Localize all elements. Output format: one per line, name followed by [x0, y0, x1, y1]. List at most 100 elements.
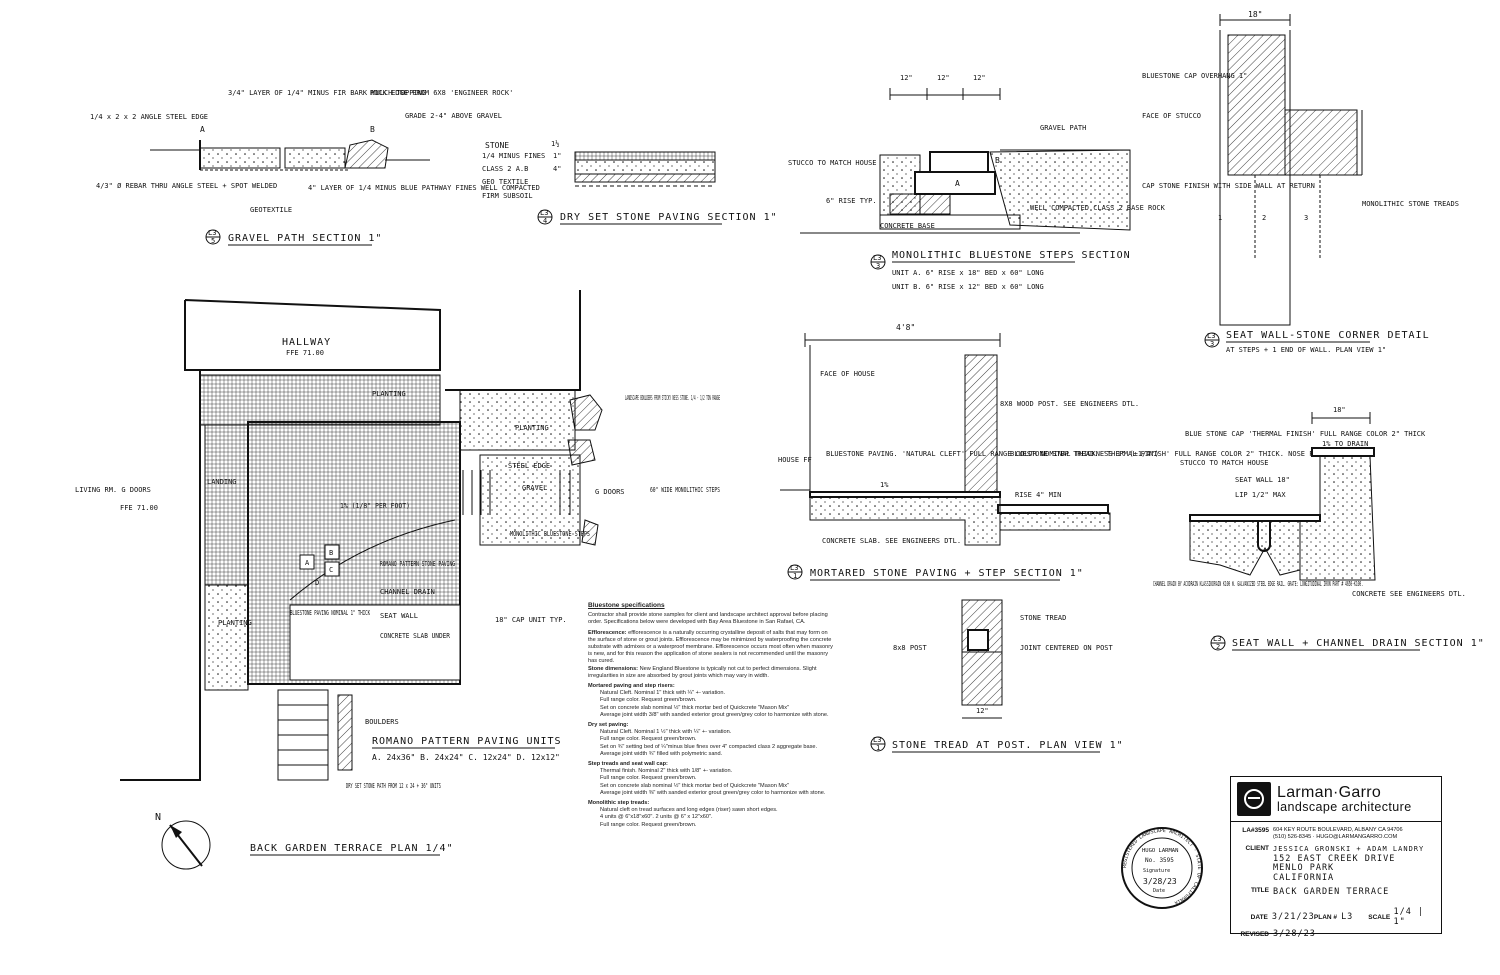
dim-12-c: 12"	[973, 74, 986, 82]
plan-label: PLAN #	[1313, 913, 1338, 921]
label-slope: 1% (1/8" PER FOOT)	[340, 502, 410, 510]
stamp-signature: Signature	[1143, 868, 1170, 874]
note-boulders: LANDSCAPE BOULDERS FROM STICKY NESS STON…	[625, 394, 720, 402]
mortared-heading: Mortared paving and step risers:	[588, 683, 675, 690]
wood-post	[964, 354, 998, 496]
ref-sheet: L3	[1213, 635, 1221, 643]
note-blue-layer: 4" LAYER OF 1/4 MINUS BLUE PATHWAY FINES…	[308, 184, 540, 192]
ref-sheet: L3	[540, 209, 548, 217]
units-title: ROMANO PATTERN PAVING UNITS	[372, 736, 562, 747]
note-steps: 60" WIDE MONOLITHIC STEPS	[650, 486, 720, 494]
label-joint: JOINT CENTERED ON POST	[1020, 644, 1114, 652]
dim-mid: 1"	[553, 152, 561, 160]
dimensions-text: New England Bluestone is typically not c…	[588, 665, 817, 679]
plan-steps	[462, 470, 571, 515]
stamp-date-label: Date	[1153, 888, 1165, 894]
ref-sheet: L3	[873, 736, 881, 744]
label-mono-steps: MONOLITHIC BLUESTONE STEPS	[510, 530, 590, 538]
step-unit-b	[929, 151, 989, 173]
efflorescence-text: efflorescence is a naturally occurring c…	[588, 629, 833, 665]
label-g-doors: G DOORS	[595, 488, 625, 496]
label-planting-2: PLANTING	[515, 424, 549, 432]
label-class2: CLASS 2 A.B	[482, 165, 528, 173]
unit-b-note: UNIT B. 6" RISE x 12" BED x 60" LONG	[892, 283, 1044, 291]
treads-heading: Step treads and seat wall cap:	[588, 761, 668, 768]
note-mulch: 3/4" LAYER OF 1/4" MINUS FIR BARK MULCH …	[228, 89, 426, 97]
label-slope: 1%	[880, 481, 889, 489]
label-post: 8X8 WOOD POST. SEE ENGINEERS DTL.	[1000, 400, 1139, 408]
label-gravel-path: GRAVEL PATH	[1040, 124, 1086, 132]
treads-line: Set on concrete slab nominal ½" thick mo…	[600, 782, 790, 789]
ref-number: 1	[793, 572, 797, 580]
step-unit-a	[914, 171, 996, 195]
label-concrete: CONCRETE SEE ENGINEERS DTL.	[1352, 590, 1466, 598]
label-planting-1: PLANTING	[372, 390, 406, 398]
gravel-path-section: A B 1/4 x 2 x 2 ANGLE STEEL EDGE 3/4" LA…	[90, 89, 540, 246]
label-cap-finish: CAP STONE FINISH WITH SIDE WALL AT RETUR…	[1142, 182, 1315, 190]
label-stucco: FACE OF STUCCO	[1142, 112, 1201, 120]
sheet-date: 3/21/23	[1271, 912, 1315, 922]
ref-number: 5	[211, 237, 215, 245]
label-cap: 18" CAP UNIT TYP.	[495, 616, 567, 624]
label-landing: LANDING	[207, 478, 237, 486]
step-1: 1	[1218, 214, 1222, 222]
gravel-layer	[199, 147, 281, 169]
mono-line: Full range color. Request green/brown.	[600, 821, 697, 828]
living-ff: FFE 71.00	[120, 504, 158, 512]
mono-heading: Monolithic step treads:	[588, 800, 650, 807]
ref-sheet: L3	[790, 564, 798, 572]
firm-address: 604 KEY ROUTE BOULEVARD, ALBANY CA 94706	[1273, 827, 1403, 833]
mark-a: A	[200, 125, 205, 134]
specs-efflorescence: Efflorescence: efflorescence is a natura…	[588, 630, 833, 666]
label-romano: ROMANO PATTERN STONE PAVING	[380, 560, 455, 568]
client-address-2: MENLO PARK	[1273, 863, 1335, 873]
plan-title: BACK GARDEN TERRACE PLAN 1/4"	[250, 843, 454, 854]
ref-number: 3	[876, 262, 880, 270]
mortared-line: Natural Cleft. Nominal 1" thick with ¼" …	[600, 690, 726, 697]
label-paving: BLUESTONE PAVING. 'NATURAL CLEFT' FULL R…	[826, 450, 1159, 458]
unit-mark-d: D	[315, 579, 319, 587]
seat-corner-title: SEAT WALL-STONE CORNER DETAIL	[1226, 330, 1430, 341]
label-tread: BLUESTONE STEP TREAD. 'THERMAL FINISH' F…	[1010, 450, 1364, 458]
stone-tread-title: STONE TREAD AT POST. PLAN VIEW 1"	[892, 740, 1124, 751]
note-rock-edge: ROCK EDGE FROM 6X8 'ENGINEER ROCK'	[370, 89, 513, 97]
label-concrete-slab: CONCRETE SLAB UNDER	[380, 632, 451, 640]
plan-number: L3	[1341, 912, 1354, 922]
mortared-line: Set on concrete slab nominal ½" thick mo…	[600, 704, 790, 711]
mortared-line: Average joint width 3/8" with sanded ext…	[600, 711, 829, 718]
dry-set-section: STONE 1/4 MINUS FINES CLASS 2 A.B GEO TE…	[482, 140, 778, 225]
boulder	[569, 394, 603, 431]
unit-a-note: UNIT A. 6" RISE x 18" BED x 60" LONG	[892, 269, 1044, 277]
label-boulders: BOULDERS	[365, 718, 399, 726]
label-drain: CHANNEL DRAIN BY ACODRAIN KLASSIKDRAIN K…	[1153, 580, 1363, 588]
hallway-ff: FFE 71.00	[286, 349, 324, 357]
room-living: LIVING RM. G DOORS	[75, 486, 151, 494]
rock-edge	[344, 139, 389, 169]
label-stucco: STUCCO TO MATCH HOUSE	[788, 159, 877, 167]
dim-low: 4"	[553, 165, 561, 173]
stone-layer	[574, 151, 716, 161]
dim-18: 18"	[1248, 10, 1262, 19]
label-cap: BLUESTONE CAP OVERHANG 1"	[1142, 72, 1247, 80]
bluestone-specifications: Bluestone specifications Contractor shal…	[588, 602, 833, 829]
north-label: N	[155, 812, 162, 823]
unit-mark-b: B	[329, 549, 333, 557]
mono-line: Natural cleft on tread surfaces and long…	[600, 807, 778, 814]
label-slab: CONCRETE SLAB. SEE ENGINEERS DTL.	[822, 537, 961, 545]
client-address-1: 152 EAST CREEK DRIVE	[1273, 853, 1396, 864]
dry-set-title: DRY SET STONE PAVING SECTION 1"	[560, 212, 778, 223]
firm-subtitle: landscape architecture	[1277, 800, 1412, 814]
label-fines: 1/4 MINUS FINES	[482, 152, 545, 160]
label-seat: SEAT WALL 18"	[1235, 476, 1290, 484]
specs-intro: Contractor shall provide stone samples f…	[588, 612, 828, 626]
license-number: LA#3595	[1242, 827, 1269, 834]
dryset-line: Average joint width ¾" filled with polym…	[600, 750, 723, 757]
professional-stamp: REGISTERED LANDSCAPE ARCHITECT · STATE O…	[1121, 827, 1203, 909]
label-cap: BLUE STONE CAP 'THERMAL FINISH' FULL RAN…	[1185, 430, 1426, 438]
label-bluestone: BLUESTONE PAVING NOMINAL 1" THICK	[290, 609, 370, 617]
treads-line: Full range color. Request green/brown.	[600, 775, 697, 782]
dryset-heading: Dry set paving:	[588, 722, 629, 729]
title-block: Larman·Garro landscape architecture LA#3…	[1230, 776, 1442, 939]
label-concrete-base: CONCRETE BASE	[880, 222, 935, 230]
firm-logo-icon	[1237, 782, 1271, 816]
